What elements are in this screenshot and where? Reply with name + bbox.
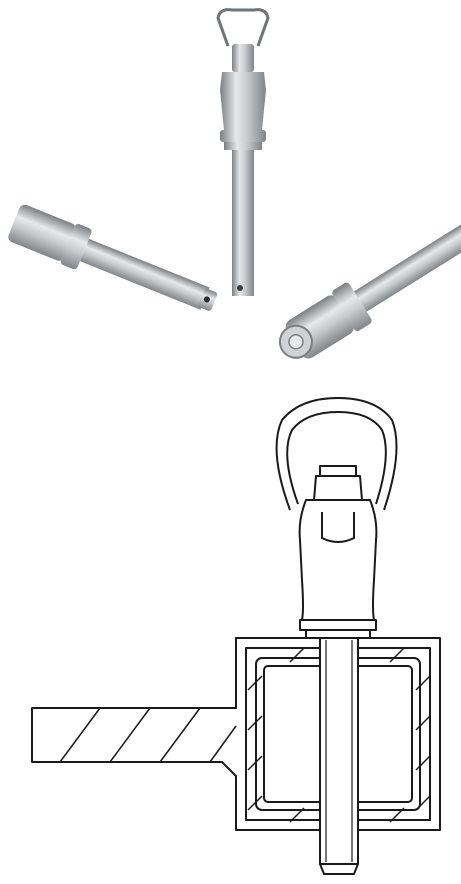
- collar: [60, 224, 92, 270]
- product-photo: [8, 8, 461, 359]
- collar: [299, 619, 377, 631]
- shank: [354, 222, 461, 312]
- technical-drawing: [31, 397, 441, 875]
- ball-lock-pin-center: [216, 8, 270, 296]
- handle-body: [220, 72, 266, 130]
- lock-ball: [203, 296, 210, 303]
- shank: [232, 150, 254, 296]
- collar: [332, 282, 372, 331]
- pin-body: [319, 637, 359, 875]
- pin-handle: [298, 465, 378, 639]
- ring-handle: [216, 8, 270, 47]
- ball-lock-pin-right: [278, 222, 461, 359]
- push-button: [232, 44, 254, 72]
- collar-2: [305, 629, 371, 639]
- tip: [198, 288, 218, 311]
- end-cap-center: [288, 334, 304, 350]
- collar: [220, 130, 266, 142]
- push-button: [319, 465, 357, 476]
- lock-ball: [237, 285, 243, 291]
- hatched-arm: [59, 707, 237, 763]
- shank: [80, 238, 210, 310]
- collar-2: [224, 142, 262, 150]
- handle-body: [8, 204, 76, 261]
- ring-handle: [275, 397, 398, 511]
- bracket-tube: [31, 637, 441, 831]
- ball-lock-pin-left: [8, 204, 218, 311]
